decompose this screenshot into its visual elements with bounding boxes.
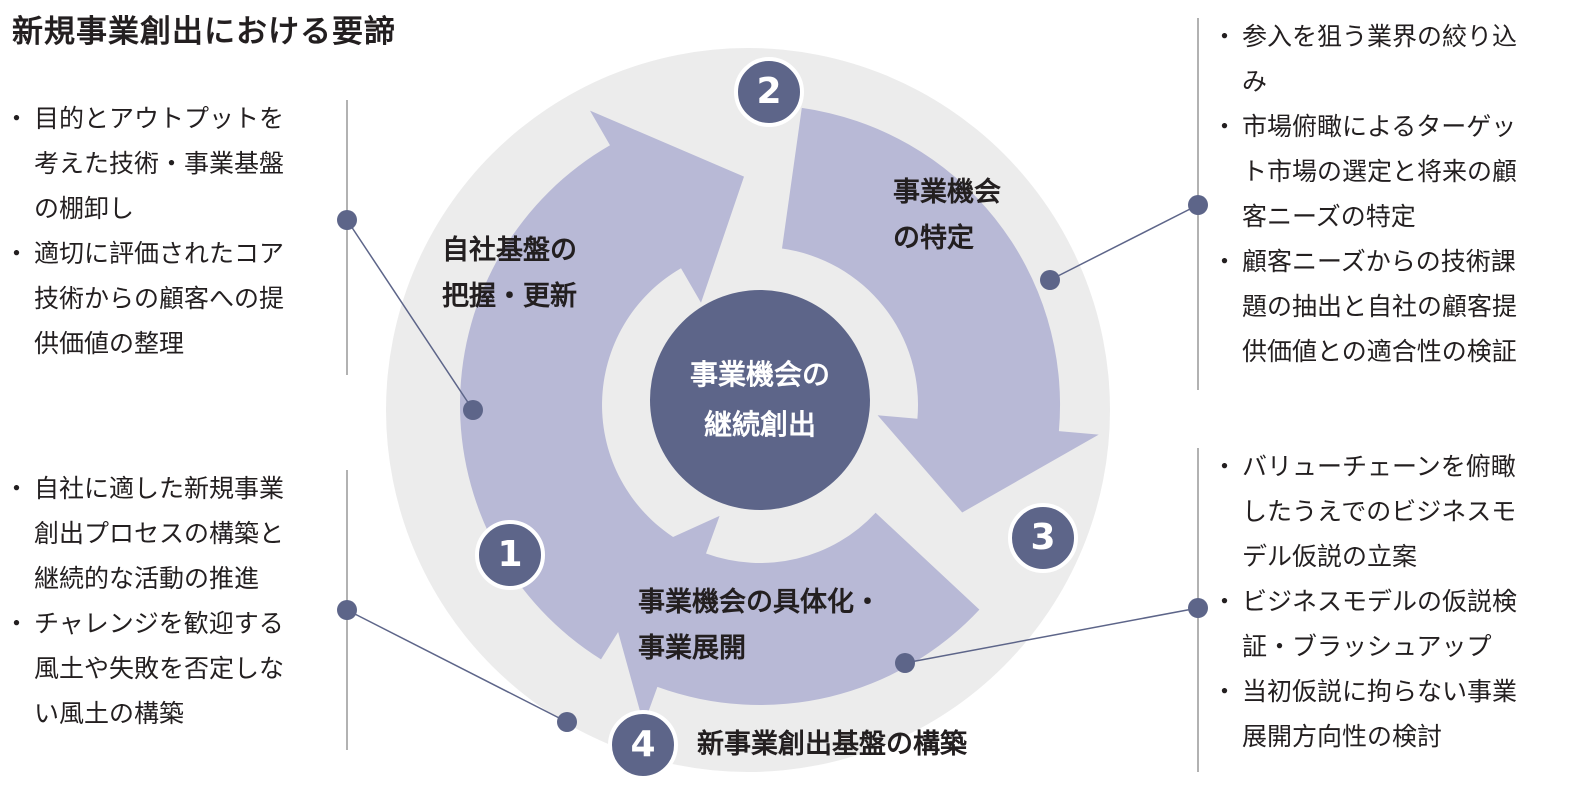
step3-connector — [904, 607, 1199, 664]
note-line: したうえでのビジネスモ — [1242, 497, 1517, 526]
note-line: 供価値との適合性の検証 — [1242, 337, 1517, 366]
note-line: 参入を狙う業界の絞り込 — [1242, 22, 1518, 51]
note-line: 題の抽出と自社の顧客提 — [1242, 292, 1518, 321]
step1-dot — [337, 210, 357, 230]
note-line: デル仮説の立案 — [1242, 542, 1418, 571]
step3-label: 事業機会の具体化・ 事業展開 — [638, 580, 881, 672]
step4-notes: 自社に適した新規事業創出プロセスの構築と継続的な活動の推進チャレンジを歓迎する風… — [4, 466, 285, 736]
note-line: ビジネスモデルの仮説検 — [1242, 587, 1518, 616]
note-line: 顧客ニーズからの技術課 — [1242, 247, 1516, 276]
step1-dot — [463, 400, 483, 420]
note-line: 自社に適した新規事業 — [34, 474, 285, 503]
note-line: 適切に評価されたコア — [34, 239, 285, 268]
step3-badge: 3 — [1008, 503, 1078, 573]
note-line: 市場俯瞰によるターゲッ — [1242, 112, 1517, 141]
note-line: 目的とアウトプットを — [34, 104, 285, 133]
note-line: 技術からの顧客への提 — [34, 284, 285, 313]
step3-dot — [1188, 598, 1208, 618]
step2-dot — [1040, 270, 1060, 290]
note-line: い風土の構築 — [34, 699, 185, 728]
step3-notes: バリューチェーンを俯瞰したうえでのビジネスモデル仮説の立案ビジネスモデルの仮説検… — [1212, 444, 1518, 759]
step1-connector — [346, 219, 474, 411]
note-line: み — [1242, 67, 1268, 96]
arrow-step3 — [600, 512, 980, 725]
step1-label-line: 把握・更新 — [442, 281, 577, 312]
step2-label: 事業機会 の特定 — [893, 170, 1001, 262]
step4-dot — [337, 600, 357, 620]
note-line: ト市場の選定と将来の顧 — [1242, 157, 1518, 186]
center-label-line1: 事業機会の — [689, 358, 830, 391]
note-line: 客ニーズの特定 — [1242, 202, 1416, 231]
note-line: 供価値の整理 — [34, 329, 185, 358]
step4-badge: 4 — [608, 710, 678, 780]
step2-badge: 2 — [734, 57, 804, 127]
step4-label: 新事業創出基盤の構築 — [697, 722, 967, 768]
step2-dot — [1188, 195, 1208, 215]
arrow-step2 — [782, 107, 1099, 513]
note-line: バリューチェーンを俯瞰 — [1242, 452, 1516, 481]
center-label-line2: 継続創出 — [703, 408, 816, 441]
step2-connector — [1049, 204, 1199, 281]
step3-dot — [895, 653, 915, 673]
step2-label-line: 事業機会 — [893, 177, 1001, 208]
step2-label-line: の特定 — [893, 223, 974, 254]
note-line: 創出プロセスの構築と — [34, 519, 285, 548]
step4-label-line: 新事業創出基盤の構築 — [697, 729, 967, 760]
note-line: 継続的な活動の推進 — [34, 564, 260, 593]
step1-badge: 1 — [475, 520, 545, 590]
note-line: 考えた技術・事業基盤 — [34, 149, 285, 178]
step1-label: 自社基盤の 把握・更新 — [442, 228, 577, 320]
step3-label-line: 事業機会の具体化・ — [638, 587, 881, 618]
note-line: 当初仮説に拘らない事業 — [1242, 677, 1518, 706]
note-line: 展開方向性の検討 — [1242, 722, 1443, 751]
step1-notes: 目的とアウトプットを考えた技術・事業基盤の棚卸し適切に評価されたコア技術からの顧… — [4, 96, 285, 366]
note-line: 風土や失敗を否定しな — [34, 654, 285, 683]
diagram-title: 新規事業創出における要諦 — [12, 14, 396, 50]
step1-label-line: 自社基盤の — [442, 235, 577, 266]
note-line: チャレンジを歓迎する — [34, 609, 284, 638]
step2-notes: 参入を狙う業界の絞り込み市場俯瞰によるターゲット市場の選定と将来の顧客ニーズの特… — [1212, 14, 1518, 374]
step4-dot — [557, 712, 577, 732]
step4-connector — [346, 609, 568, 723]
center-circle: 事業機会の 継続創出 — [650, 290, 870, 510]
note-line: の棚卸し — [34, 194, 135, 223]
arrow-step1 — [460, 110, 744, 660]
step3-label-line: 事業展開 — [638, 633, 746, 664]
note-line: 証・ブラッシュアップ — [1242, 632, 1492, 661]
